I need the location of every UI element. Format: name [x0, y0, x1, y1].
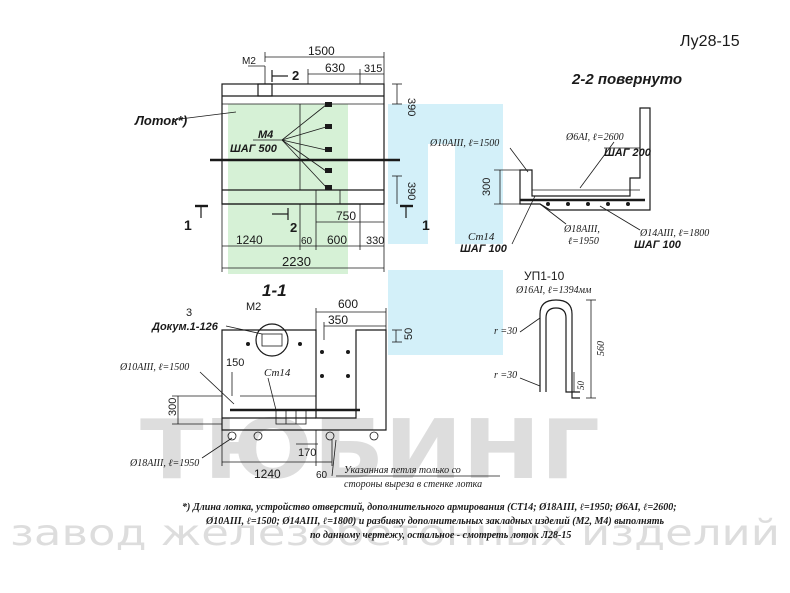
up-title: УП1-10	[524, 269, 565, 283]
section22-dim300: 300	[481, 178, 493, 196]
section-1-1	[172, 308, 500, 477]
plan-cut1-right: 1	[422, 217, 430, 233]
watermark-logo	[228, 104, 503, 355]
plan-label-m4: М4	[258, 129, 273, 141]
section11-note-loop-1: Указанная петля только со	[344, 465, 461, 476]
plan-cut2-bottom: 2	[290, 220, 297, 235]
plan-dim-330: 330	[366, 235, 384, 247]
section11-dim350: 350	[328, 313, 348, 327]
section22-bar18-len: ℓ=1950	[568, 236, 599, 247]
section11-label-m2: М2	[246, 301, 261, 313]
section22-title: 2-2 повернуто	[571, 71, 682, 88]
plan-label-m2: М2	[242, 56, 256, 67]
section22-step100-right: ШАГ 100	[634, 239, 682, 251]
section11-dim60: 60	[316, 470, 328, 481]
section11-dim170: 170	[298, 447, 316, 459]
section22-bar10: Ø10АIII, ℓ=1500	[429, 138, 499, 149]
plan-view	[171, 52, 413, 272]
section22-bar6: Ø6АI, ℓ=2600	[565, 132, 624, 143]
plan-dim-390-right: 390	[405, 182, 417, 200]
section11-ref-num: 3	[186, 307, 192, 319]
plan-cut1-left: 1	[184, 217, 192, 233]
section22-st14: Ст14	[468, 231, 495, 243]
section11-dim150: 150	[226, 357, 244, 369]
up-bar: Ø16АI, ℓ=1394мм	[515, 285, 592, 296]
section11-dim50: 50	[403, 328, 415, 340]
plan-label-lotok: Лоток*)	[134, 113, 187, 128]
watermark-brand: ТЮБИНГ	[140, 403, 600, 498]
footnote-line3: по данному чертежу, остальное - смотреть…	[310, 530, 571, 541]
section11-dim600: 600	[338, 297, 358, 311]
up-r2: r =30	[494, 370, 517, 381]
plan-dim-630: 630	[325, 61, 345, 75]
plan-dim-390-top: 390	[405, 98, 417, 116]
plan-dim-750: 750	[336, 209, 356, 223]
up-dim50: 50	[576, 381, 586, 391]
plan-label-step500: ШАГ 500	[230, 143, 278, 155]
section-2-2	[494, 107, 651, 245]
section11-title: 1-1	[262, 281, 287, 300]
up-dim560: 560	[596, 341, 607, 356]
plan-dim-1500: 1500	[308, 44, 335, 58]
plan-dim-60: 60	[301, 236, 313, 247]
up-loop-detail	[519, 299, 596, 399]
section22-step100-left: ШАГ 100	[460, 243, 508, 255]
section11-bar10: Ø10АIII, ℓ=1500	[119, 362, 189, 373]
section11-dim300: 300	[167, 398, 179, 416]
section11-note-loop-2: стороны выреза в стенке лотка	[344, 479, 482, 490]
watermark-subtitle: завод железобетонных изделий	[10, 513, 780, 554]
section22-bar14: Ø14АIII, ℓ=1800	[639, 228, 709, 239]
up-r1: r =30	[494, 326, 517, 337]
footnote-line1: *) Длина лотка, устройство отверстий, до…	[182, 502, 677, 513]
plan-dim-600: 600	[327, 233, 347, 247]
plan-dim-1240: 1240	[236, 233, 263, 247]
footnote-line2: Ø10АIII, ℓ=1500; Ø14АIII, ℓ=1800) и разб…	[205, 516, 665, 527]
section11-dim1240: 1240	[254, 467, 281, 481]
plan-dim-2230: 2230	[282, 254, 311, 269]
section11-ref-doc: Докум.1-126	[151, 321, 219, 333]
plan-dim-315: 315	[364, 63, 382, 75]
section22-step200: ШАГ 200	[604, 147, 652, 159]
section22-bar18: Ø18АIII,	[563, 224, 600, 235]
section11-st14: Ст14	[264, 367, 291, 379]
plan-cut2-top: 2	[292, 68, 299, 83]
section11-bar18: Ø18АIII, ℓ=1950	[129, 458, 199, 469]
doc-code: Лу28-15	[680, 33, 740, 50]
